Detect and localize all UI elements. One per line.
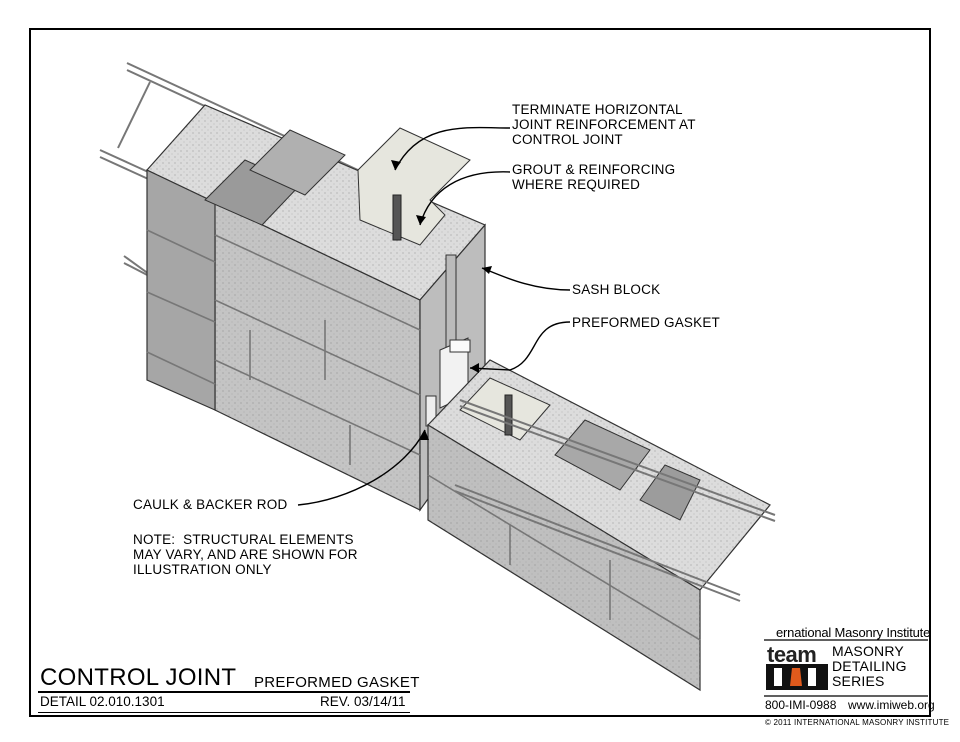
callout-grout-reinforcing: GROUT & REINFORCING WHERE REQUIRED: [512, 162, 676, 192]
title-bottom-rule: [38, 712, 410, 713]
imi-logo-graphic: [764, 639, 928, 697]
upper-wall: [146, 104, 486, 512]
masonry-detailing-series: MASONRY DETAILING SERIES: [832, 643, 907, 689]
imi-institute-name: ernational Masonry Institute: [776, 625, 931, 640]
callout-terminate-reinforcement: TERMINATE HORIZONTAL JOINT REINFORCEMENT…: [512, 102, 696, 147]
copyright-notice: © 2011 INTERNATIONAL MASONRY INSTITUTE: [765, 718, 950, 727]
drawing-subtitle: PREFORMED GASKET: [254, 674, 420, 691]
team-wordmark: team: [767, 642, 817, 667]
title-rule: [38, 691, 410, 693]
detail-number: DETAIL 02.010.1301: [40, 694, 165, 709]
drawing-border: [29, 28, 931, 717]
imi-website: www.imiweb.org: [848, 698, 935, 712]
lower-wall: [427, 359, 776, 692]
callout-caulk-backer-rod: CAULK & BACKER ROD: [133, 497, 288, 512]
revision-date: REV. 03/14/11: [320, 694, 406, 709]
drawing-title: CONTROL JOINT: [40, 664, 237, 691]
structural-note: NOTE: STRUCTURAL ELEMENTS MAY VARY, AND …: [133, 532, 358, 577]
callout-sash-block: SASH BLOCK: [572, 282, 661, 297]
callout-preformed-gasket: PREFORMED GASKET: [572, 315, 720, 330]
imi-phone: 800-IMI-0988: [765, 698, 837, 712]
leader-arrowheads: [391, 160, 492, 440]
imi-logo-block: [760, 622, 930, 718]
